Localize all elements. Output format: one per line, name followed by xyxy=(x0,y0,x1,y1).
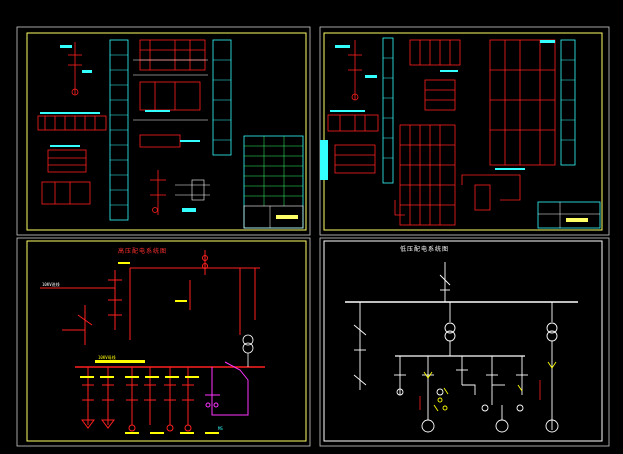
viewport-frame-top-right xyxy=(319,26,610,236)
sheet-bottom-left[interactable] xyxy=(27,241,306,441)
sheet-title-high-voltage: 高压配电系统图 xyxy=(118,247,167,255)
sheet-top-right[interactable] xyxy=(324,33,602,230)
sheet-title-low-voltage: 低压配电系统图 xyxy=(400,245,449,253)
label-ms: MS xyxy=(218,426,223,431)
sheet-top-left-content xyxy=(37,39,304,229)
sheet-top-left[interactable] xyxy=(27,33,306,230)
viewport-frame-bottom-right xyxy=(319,237,610,447)
viewport-frame-top-left xyxy=(16,26,311,236)
sheet-bottom-right-content xyxy=(345,262,578,433)
sheet-border-top-right xyxy=(323,32,603,231)
sheet-border-top-left xyxy=(26,32,307,231)
sheet-bottom-right[interactable] xyxy=(324,241,602,441)
label-incoming-line: 10KV进线 xyxy=(42,281,60,287)
sheet-bottom-left-content: 10KV进线 10KV母线 MS xyxy=(40,250,265,434)
label-bus: 10KV母线 xyxy=(98,354,116,360)
sheet-border-bottom-left xyxy=(26,240,307,442)
viewport-frame-bottom-left xyxy=(16,237,311,447)
sheet-border-bottom-right xyxy=(323,240,603,442)
sheet-top-right-content xyxy=(320,37,601,229)
